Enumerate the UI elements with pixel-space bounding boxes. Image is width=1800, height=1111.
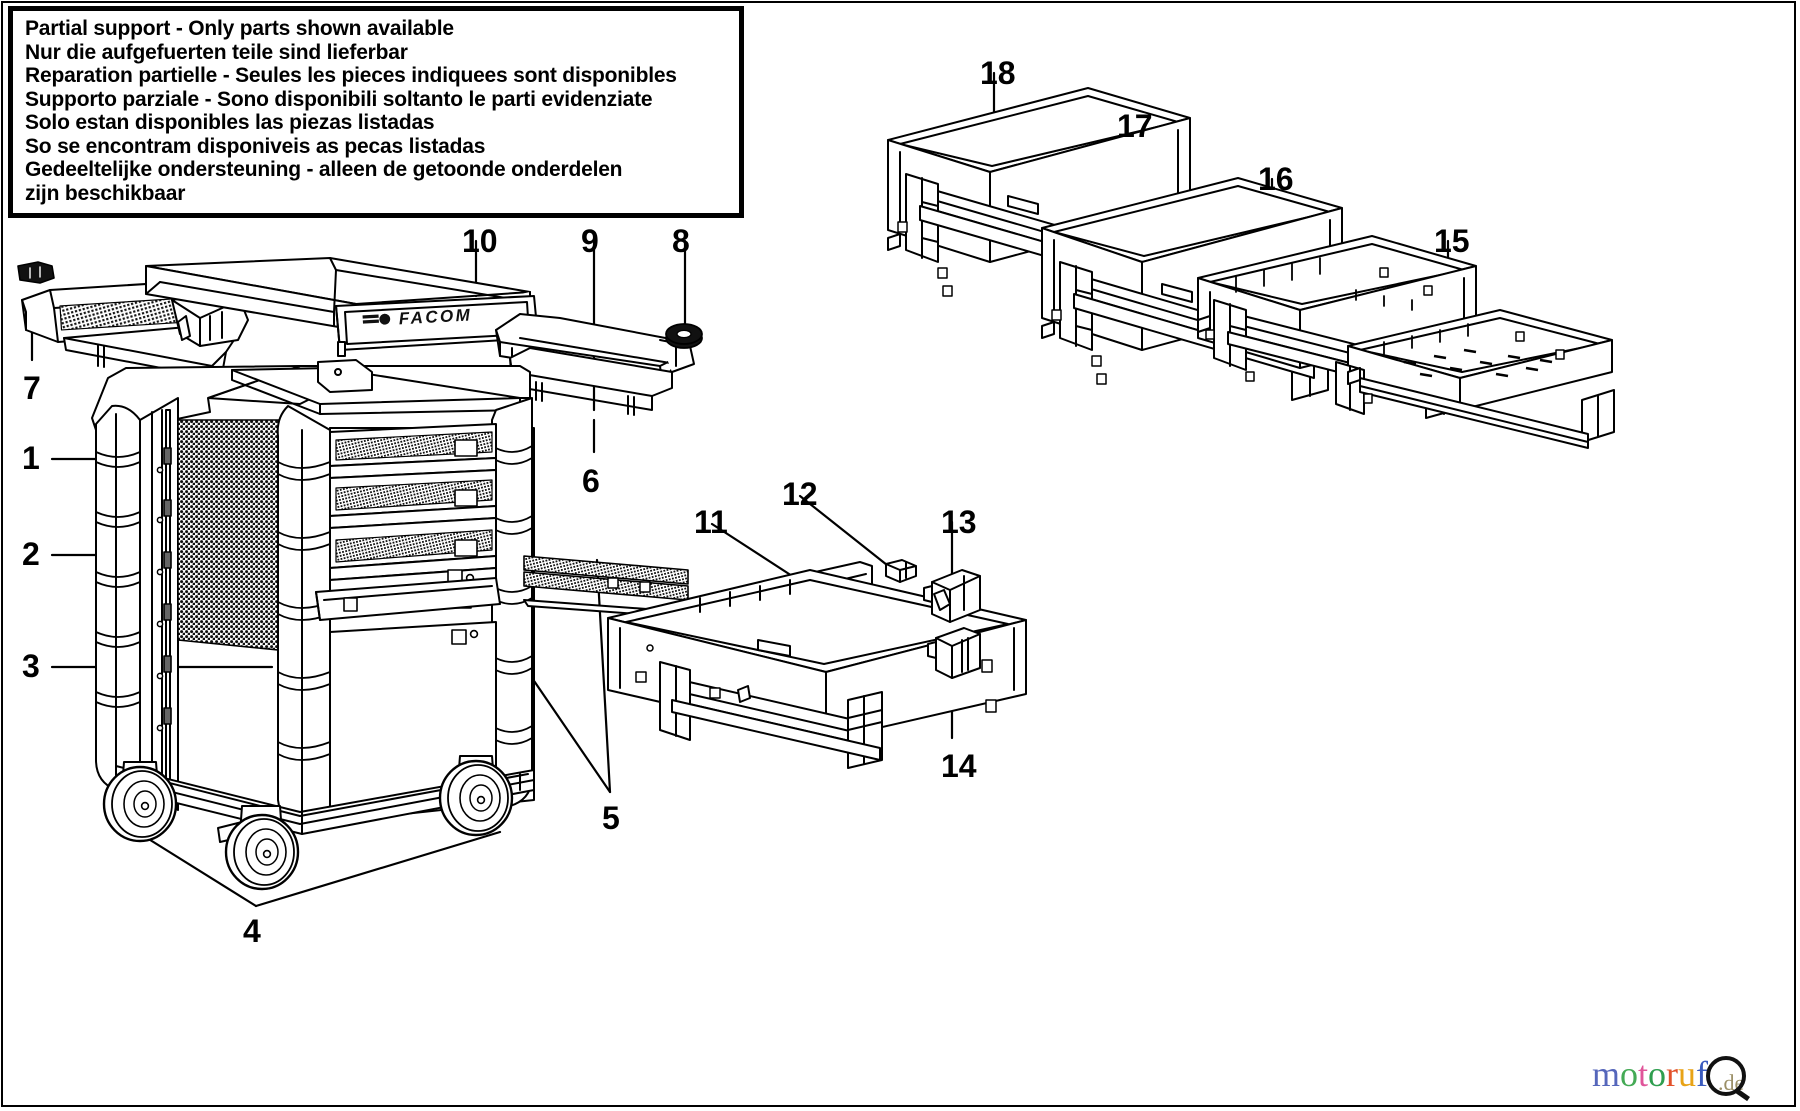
callout-number-13: 13	[941, 504, 977, 540]
casters	[102, 755, 514, 891]
notice-line-pt: So se encontram disponiveis as pecas lis…	[25, 134, 486, 158]
watermark-letter-3: o	[1648, 1054, 1667, 1094]
part-8-grommet	[665, 323, 703, 349]
callout-number-7: 7	[23, 370, 41, 406]
svg-text:FACOM: FACOM	[398, 305, 472, 328]
callout-number-14: 14	[941, 748, 977, 784]
callout-number-4: 4	[243, 913, 261, 949]
notice-line-fr: Reparation partielle - Seules les pieces…	[25, 64, 677, 87]
part-12-latch-pin	[885, 559, 917, 583]
callout-number-12: 12	[782, 476, 818, 512]
callout-number-18: 18	[980, 55, 1016, 91]
callout-number-10: 10	[462, 223, 498, 259]
callout-number-8: 8	[672, 223, 690, 259]
callout-number-1: 1	[22, 440, 40, 476]
part-15-flat-tray	[1335, 309, 1615, 449]
part-10-worktop	[145, 257, 539, 357]
callout-number-3: 3	[22, 648, 40, 684]
watermark-letter-6: f	[1696, 1054, 1709, 1094]
watermark-ring-icon	[1706, 1056, 1746, 1096]
part-14-lock-block	[927, 627, 981, 679]
cabinet-drawer-fronts	[329, 423, 497, 619]
motoruf-watermark: motoruf	[1592, 1056, 1708, 1092]
facom-brand-badge: FACOM	[362, 305, 473, 328]
watermark-letter-0: m	[1592, 1054, 1621, 1094]
notice-line-de: Nur die aufgefuerten teile sind lieferba…	[25, 40, 408, 64]
callout-number-11: 11	[694, 504, 728, 540]
callout-number-2: 2	[22, 536, 40, 572]
notice-line-nl-1: Gedeeltelijke ondersteuning - alleen de …	[25, 158, 623, 181]
watermark-letter-1: o	[1620, 1054, 1639, 1094]
notice-line-nl-2: zijn beschikbaar	[25, 181, 186, 205]
notice-line-it: Supporto parziale - Sono disponibili sol…	[25, 87, 653, 111]
callout-number-17: 17	[1117, 108, 1153, 144]
callout-number-16: 16	[1258, 161, 1294, 197]
notice-line-es: Solo estan disponibles las piezas listad…	[25, 111, 435, 134]
cabinet-body	[91, 359, 535, 835]
watermark-letter-4: r	[1666, 1054, 1679, 1094]
callout-number-5: 5	[602, 800, 620, 836]
callout-number-6: 6	[582, 463, 600, 499]
notice-line-en: Partial support - Only parts shown avail…	[25, 17, 454, 40]
watermark-letter-5: u	[1678, 1054, 1697, 1094]
callout-number-9: 9	[581, 223, 599, 259]
part-17-deep-drawer	[1041, 177, 1343, 401]
callout-number-15: 15	[1434, 223, 1470, 259]
watermark-letter-2: t	[1638, 1054, 1649, 1094]
partial-support-notice: Partial support - Only parts shown avail…	[8, 6, 744, 218]
part-13-lock-block	[923, 569, 981, 623]
